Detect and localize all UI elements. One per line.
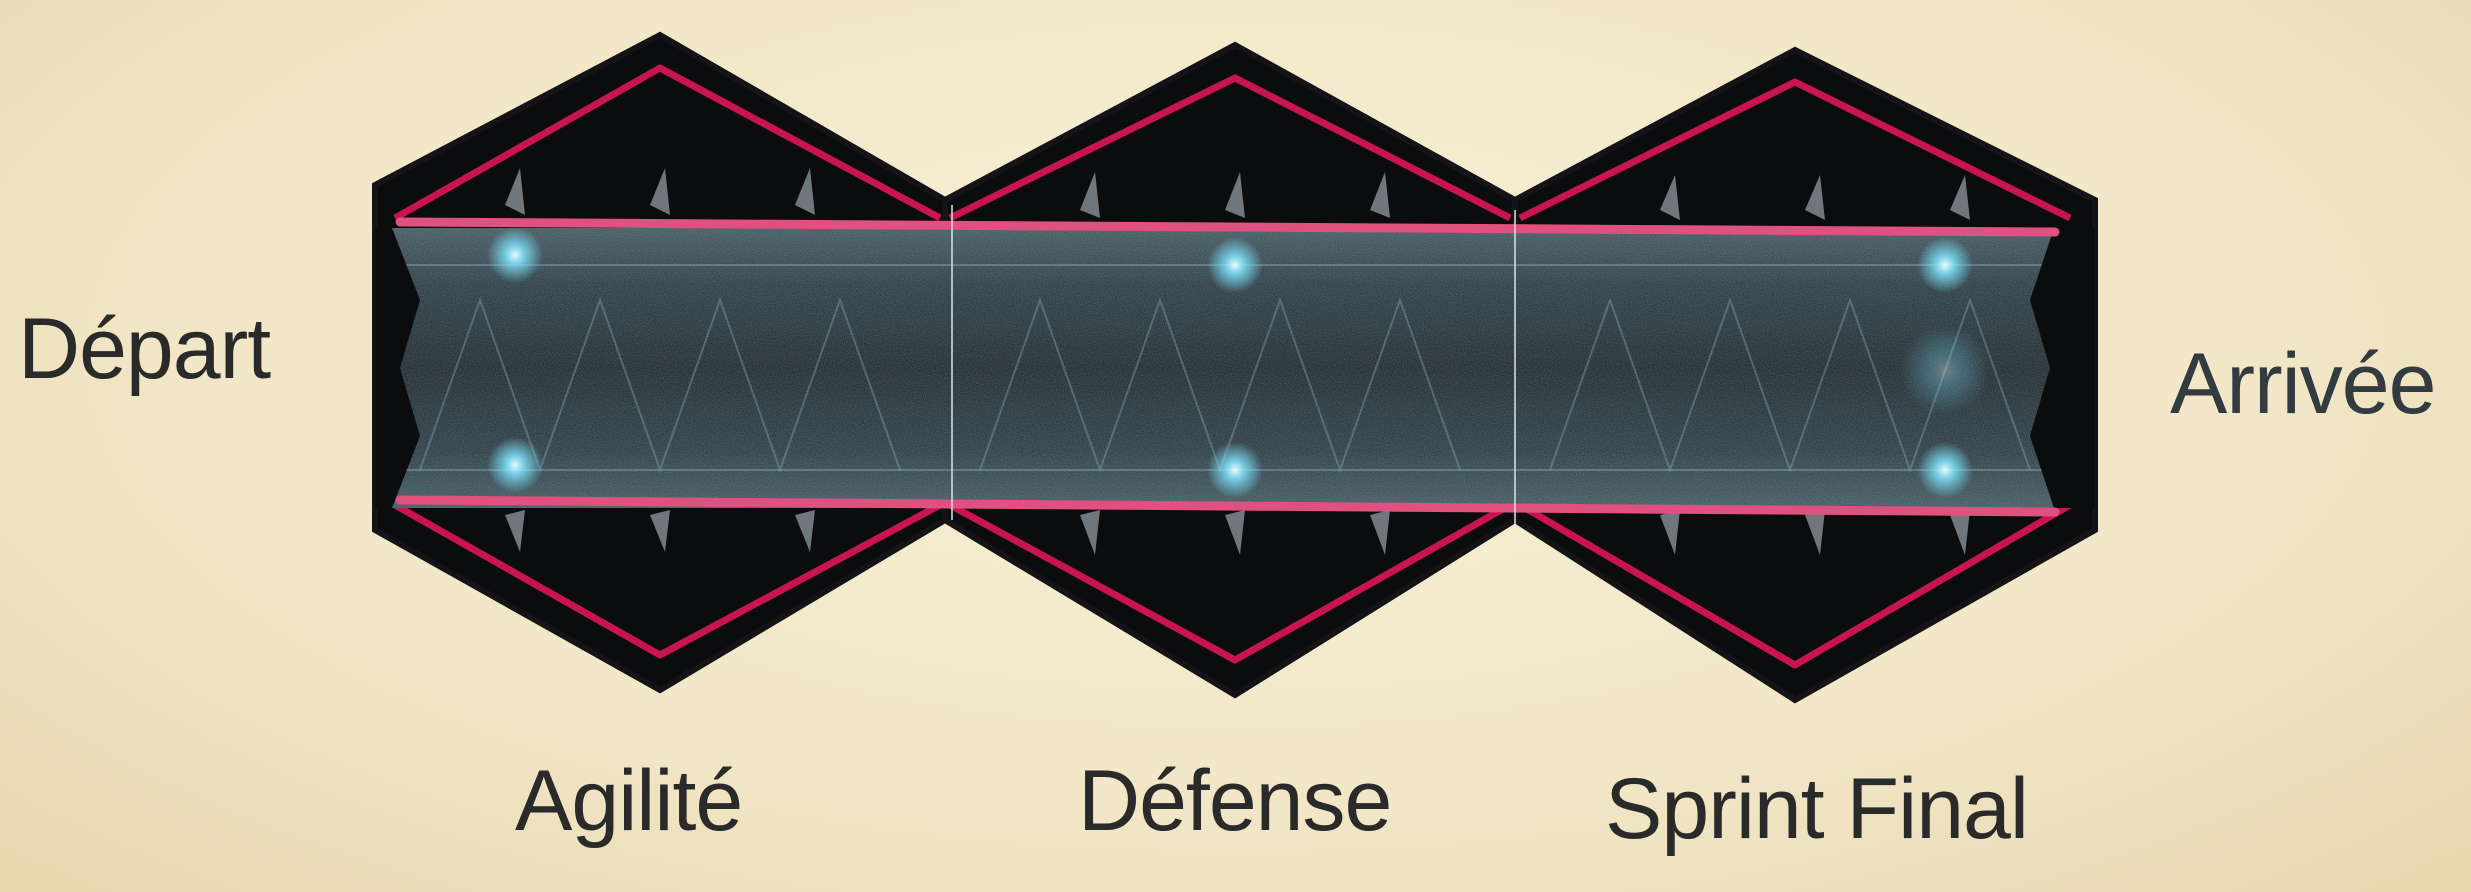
start-label: Départ — [18, 300, 270, 399]
section-label-agilite: Agilité — [515, 752, 742, 851]
finish-label: Arrivée — [2170, 335, 2435, 434]
section-label-sprint-final: Sprint Final — [1605, 760, 2028, 859]
section-label-defense: Défense — [1078, 752, 1391, 851]
